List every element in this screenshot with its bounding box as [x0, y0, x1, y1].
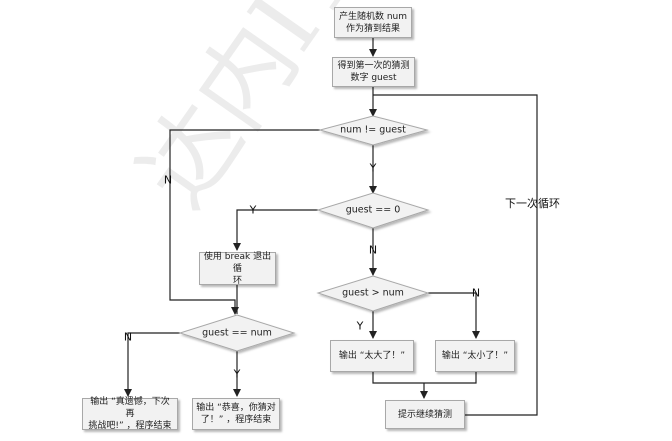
edge-zero-yes — [233, 209, 318, 251]
decision-zero-shape — [316, 192, 430, 229]
label-zero-no: N — [368, 243, 378, 257]
edge-gt-no — [428, 292, 480, 339]
node-too-small: 输出 “太小了！” — [435, 340, 515, 372]
edge-eq-no — [124, 332, 180, 397]
node-too-big: 输出 “太大了！” — [330, 340, 414, 372]
label-zero-yes: Y — [249, 203, 257, 217]
edge-ne-no — [169, 129, 320, 315]
label-loop: 下一次循环 — [505, 197, 560, 210]
decision-gt-shape — [316, 275, 430, 312]
node-win-msg: 输出 “恭喜，你猜对 了！” ，程序结束 — [192, 398, 280, 430]
edge-big-merge — [372, 372, 424, 384]
decision-ne-text: num != guest — [340, 124, 406, 136]
node-first-guess: 得到第一次的猜测 数字 guest — [332, 57, 415, 87]
decision-eq-shape — [178, 314, 296, 352]
label-ne-no: N — [163, 173, 173, 187]
decision-ne-shape — [318, 115, 429, 146]
edge-loop-back — [373, 94, 538, 416]
label-eq-yes: Y — [233, 367, 241, 381]
decision-zero-text: guest == 0 — [345, 204, 401, 216]
node-break-exit: 使用 break 退出循 环 — [199, 252, 276, 286]
node-gen-random: 产生随机数 num 作为猜到结果 — [334, 7, 412, 38]
node-fail-msg: 输出 “真遗憾，下次再 挑战吧!” ，程序结束 — [82, 397, 178, 431]
node-continue-hint: 提示继续猜测 — [385, 400, 465, 429]
decision-eq-text: guest == num — [202, 327, 272, 339]
decision-gt-text: guest > num — [342, 287, 404, 299]
edge-small-merge — [424, 372, 477, 384]
label-gt-no: N — [471, 286, 481, 300]
label-gt-yes: Y — [356, 319, 364, 333]
label-eq-no: N — [123, 330, 133, 344]
label-ne-yes: Y — [369, 161, 377, 175]
